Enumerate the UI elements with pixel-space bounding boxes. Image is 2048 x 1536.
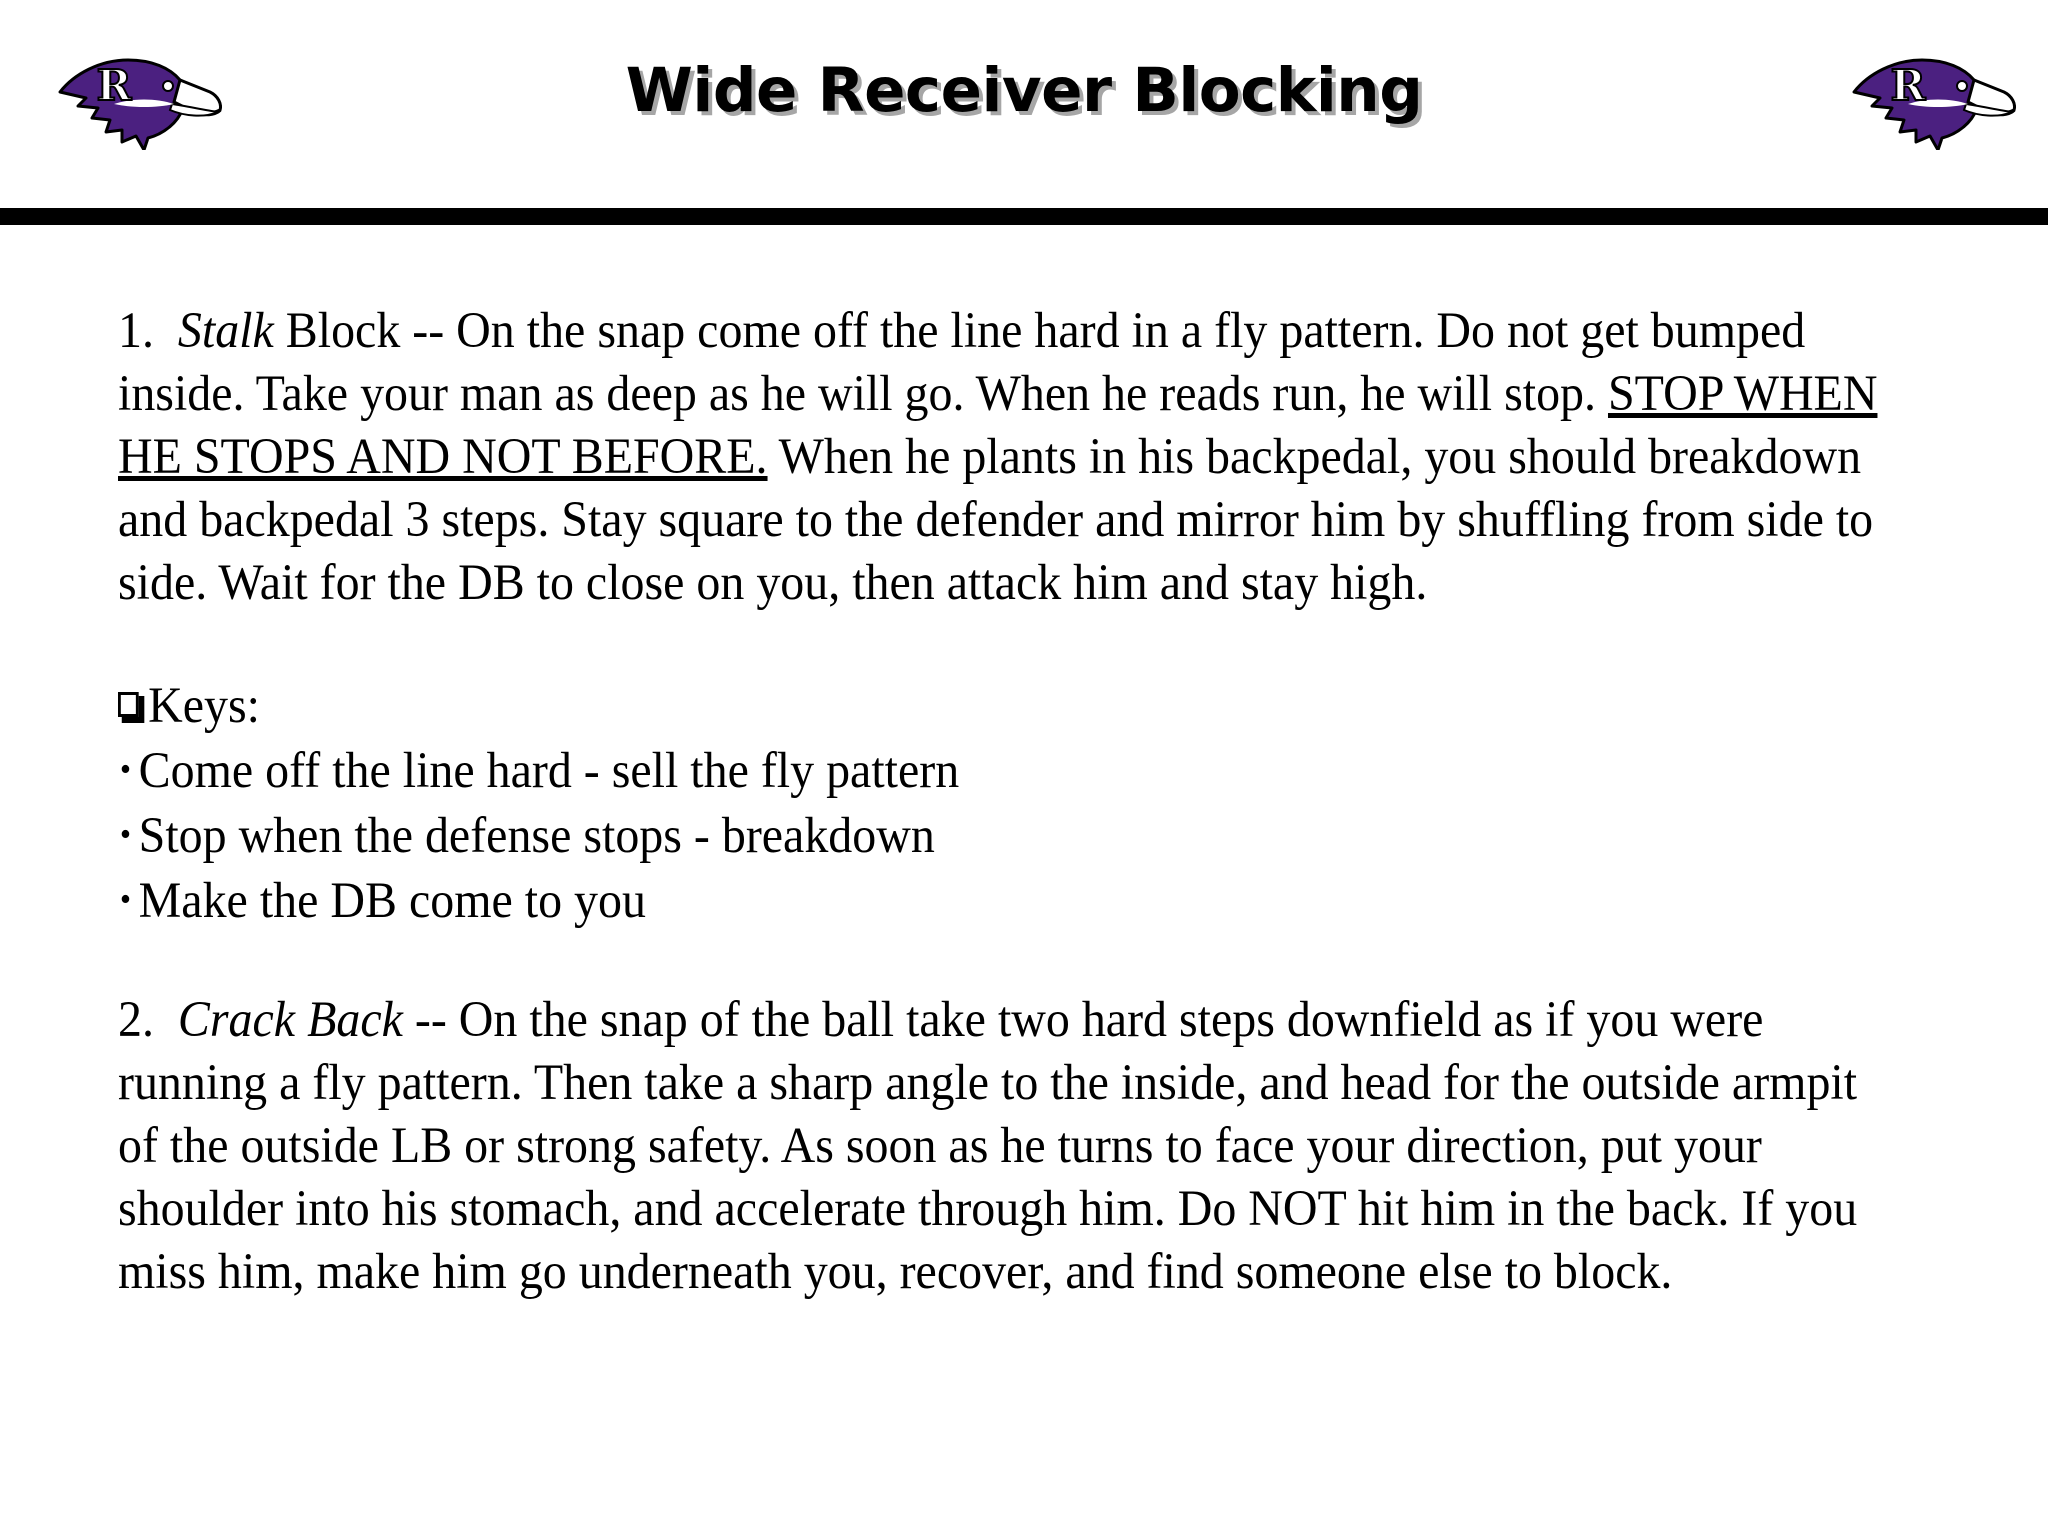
keys-heading: Keys: xyxy=(118,675,1904,738)
keys-heading-label: Keys: xyxy=(148,678,260,734)
item2-number: 2. xyxy=(118,992,154,1048)
list-item: Come off the line hard - sell the fly pa… xyxy=(118,738,1904,803)
slide-body: 1. Stalk Block -- On the snap come off t… xyxy=(118,300,2018,1304)
header-divider-rule xyxy=(0,208,2048,225)
page-title: Wide Receiver Blocking xyxy=(625,55,1423,126)
ravens-logo-right: R xyxy=(1846,48,2016,150)
spacer-before-keys xyxy=(118,615,2018,675)
svg-text:R: R xyxy=(97,61,133,110)
item1-number: 1. xyxy=(118,303,154,359)
item1-term: Stalk xyxy=(177,303,274,359)
ravens-logo-left: R xyxy=(52,48,222,150)
slide-header: R Wide Receiver Blocking R xyxy=(0,0,2048,225)
list-item: Make the DB come to you xyxy=(118,868,1904,933)
item1-spacer xyxy=(154,303,178,359)
svg-text:R: R xyxy=(1891,61,1927,110)
item2-text: -- On the snap of the ball take two hard… xyxy=(118,992,1858,1300)
item2-term: Crack Back xyxy=(177,992,403,1048)
item1-lead: Block -- On the snap come off the line h… xyxy=(118,303,1806,422)
paragraph-crack-back: 2. Crack Back -- On the snap of the ball… xyxy=(118,989,1904,1304)
paragraph-stalk-block: 1. Stalk Block -- On the snap come off t… xyxy=(118,300,1904,615)
item1-emphasis: STOP WHEN HE STOPS AND NOT BEFORE. xyxy=(118,366,1878,485)
keys-list: Come off the line hard - sell the fly pa… xyxy=(118,738,2018,933)
square-bullet-icon xyxy=(118,692,146,725)
list-item: Stop when the defense stops - breakdown xyxy=(118,803,1904,868)
item1-tail: When he plants in his backpedal, you sho… xyxy=(118,429,1874,611)
item2-spacer xyxy=(154,992,178,1048)
spacer-before-crack-back xyxy=(118,933,2018,989)
